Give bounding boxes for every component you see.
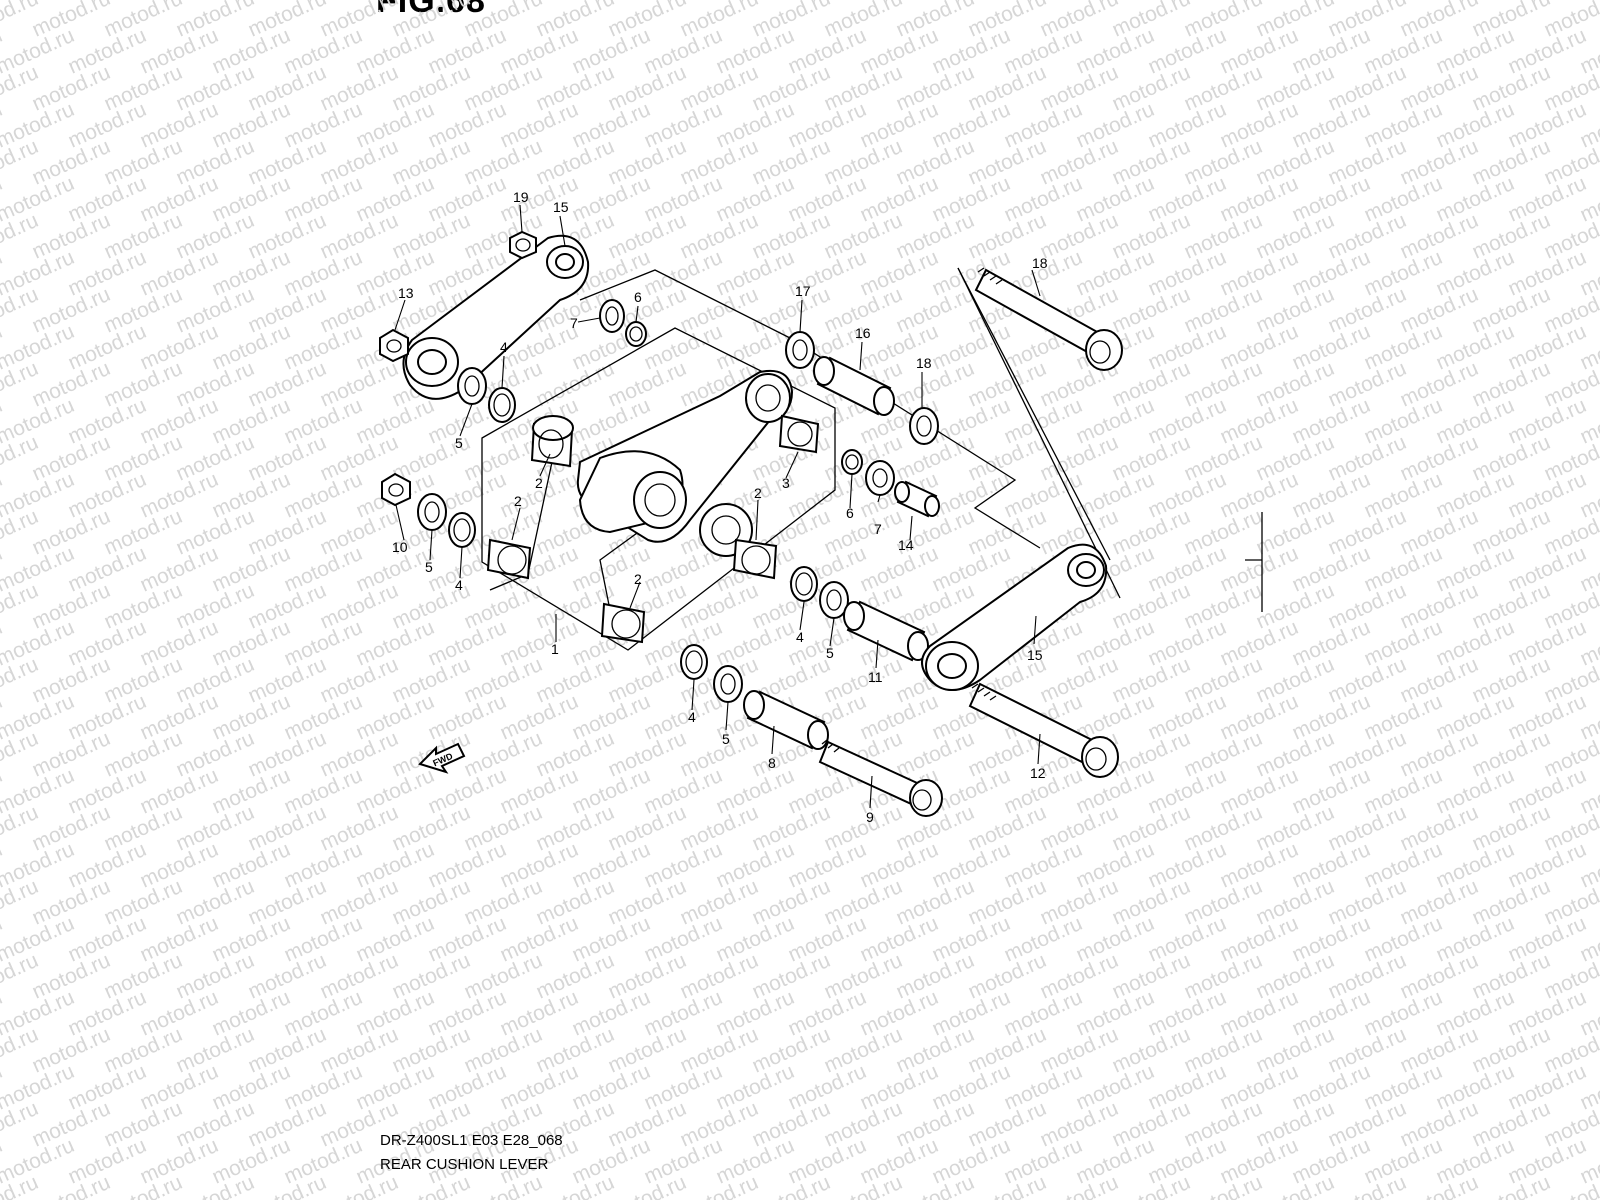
callout-2-a: 2 (535, 475, 543, 491)
callout-8: 8 (768, 755, 776, 771)
callout-18-visible: 18 (1032, 255, 1048, 271)
callout-17-upper: 17 (795, 283, 811, 299)
callout-9: 9 (866, 809, 874, 825)
nut-19 (509, 230, 537, 260)
seal-6-upper (625, 321, 647, 347)
callout-15-upper: 15 (553, 199, 569, 215)
washer-7-lower (865, 460, 895, 496)
assembly-name: REAR CUSHION LEVER (380, 1156, 549, 1173)
callout-6-lower: 6 (846, 505, 854, 521)
washer-5-left (417, 493, 447, 531)
seal-6-lower (841, 449, 863, 475)
callout-14: 14 (898, 537, 914, 553)
callout-17-lower: 18 (916, 355, 932, 371)
callout-19: 19 (513, 189, 529, 205)
nut-13 (379, 328, 409, 363)
bearing-2-a (530, 415, 574, 468)
callout-2-c: 2 (754, 485, 762, 501)
callout-11: 11 (868, 669, 883, 685)
callout-16: 16 (855, 325, 871, 341)
model-code: DR-Z400SL1 E03 E28_068 (380, 1132, 563, 1149)
washer-4-low (680, 644, 708, 680)
washer-17-upper (785, 331, 815, 369)
washer-4-upper (488, 387, 516, 423)
callout-5-upper: 5 (455, 435, 463, 451)
callout-4-left: 4 (455, 577, 463, 593)
watermark-text: motod.ru (1577, 0, 1600, 5)
callout-2-d: 2 (634, 571, 642, 587)
washer-5-low (713, 665, 743, 703)
callout-4-low: 4 (688, 709, 696, 725)
washer-4-left (448, 512, 476, 548)
nut-10 (381, 472, 411, 507)
callout-7-upper: 7 (570, 315, 578, 331)
callout-4-upper: 4 (500, 339, 508, 355)
bearing-2-b (486, 538, 532, 580)
callout-6-upper: 6 (634, 289, 642, 305)
washer-7-upper (599, 299, 625, 333)
callout-7-lower: 7 (874, 521, 882, 537)
washer-5-upper (457, 367, 487, 405)
callout-5-left: 5 (425, 559, 433, 575)
callout-5-low: 5 (722, 731, 730, 747)
callout-3: 3 (782, 475, 790, 491)
washer-4-mid (790, 566, 818, 602)
callout-13: 13 (398, 285, 414, 301)
callout-15-lower: 15 (1027, 647, 1043, 663)
callout-2-b: 2 (514, 493, 522, 509)
callout-12: 12 (1030, 765, 1046, 781)
callout-4-mid: 4 (796, 629, 804, 645)
callout-10: 10 (392, 539, 408, 555)
callout-1: 1 (551, 641, 559, 657)
figure-title: FIG.68 (376, 0, 486, 20)
callout-5-mid: 5 (826, 645, 834, 661)
washer-17-lower (909, 407, 939, 445)
